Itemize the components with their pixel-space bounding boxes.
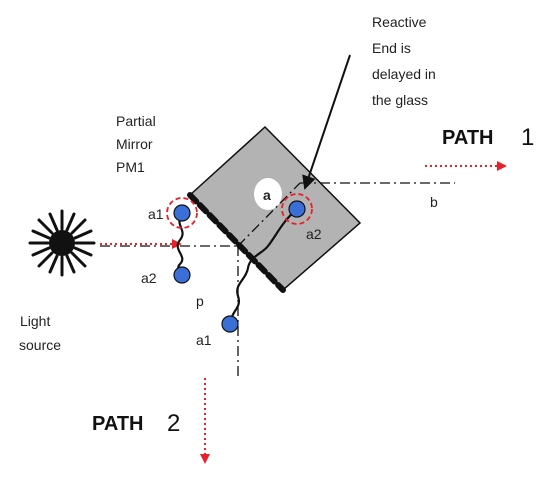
reactive-label-line1: Reactive: [372, 14, 427, 30]
label-glass-a2: a2: [306, 226, 322, 242]
left-molecule-strand: [176, 214, 184, 275]
glass-block: [188, 125, 362, 292]
label-p: p: [196, 293, 204, 309]
label-bottom-a1: a1: [196, 332, 212, 348]
light-source-label-line2: source: [19, 337, 61, 353]
path1-label: PATH: [442, 127, 493, 149]
spot-a: [254, 178, 282, 210]
reactive-label-line4: the glass: [372, 92, 428, 108]
glass-a2-ring: [281, 193, 313, 225]
light-source-icon: [28, 209, 96, 277]
label-b: b: [430, 194, 438, 210]
bottom-molecule-strand: [228, 209, 297, 324]
reactive-label-line3: delayed in: [372, 66, 436, 82]
light-source-label-line1: Light: [20, 313, 50, 329]
label-left-a1: a1: [148, 206, 164, 222]
left-a1-ring: [166, 197, 198, 229]
reactive-end-callout-arrow: [302, 54, 351, 190]
left-a1-dot: [173, 204, 191, 222]
path1-number: 1: [521, 124, 534, 151]
glass-a2-dot: [288, 200, 306, 218]
partial-mirror-label-line2: Mirror: [116, 136, 153, 152]
glass-exit-axis: [237, 182, 301, 247]
reactive-label-line2: End is: [372, 40, 411, 56]
partial-mirror-pm1: [187, 192, 286, 293]
path2-number: 2: [167, 410, 180, 437]
label-left-a2: a2: [141, 270, 157, 286]
path2-label: PATH: [92, 413, 143, 435]
label-a: a: [263, 187, 271, 203]
bottom-a1-dot: [221, 315, 239, 333]
partial-mirror-label-line1: Partial: [116, 113, 156, 129]
partial-mirror-label-line3: PM1: [116, 159, 145, 175]
left-a2-dot: [173, 266, 191, 284]
